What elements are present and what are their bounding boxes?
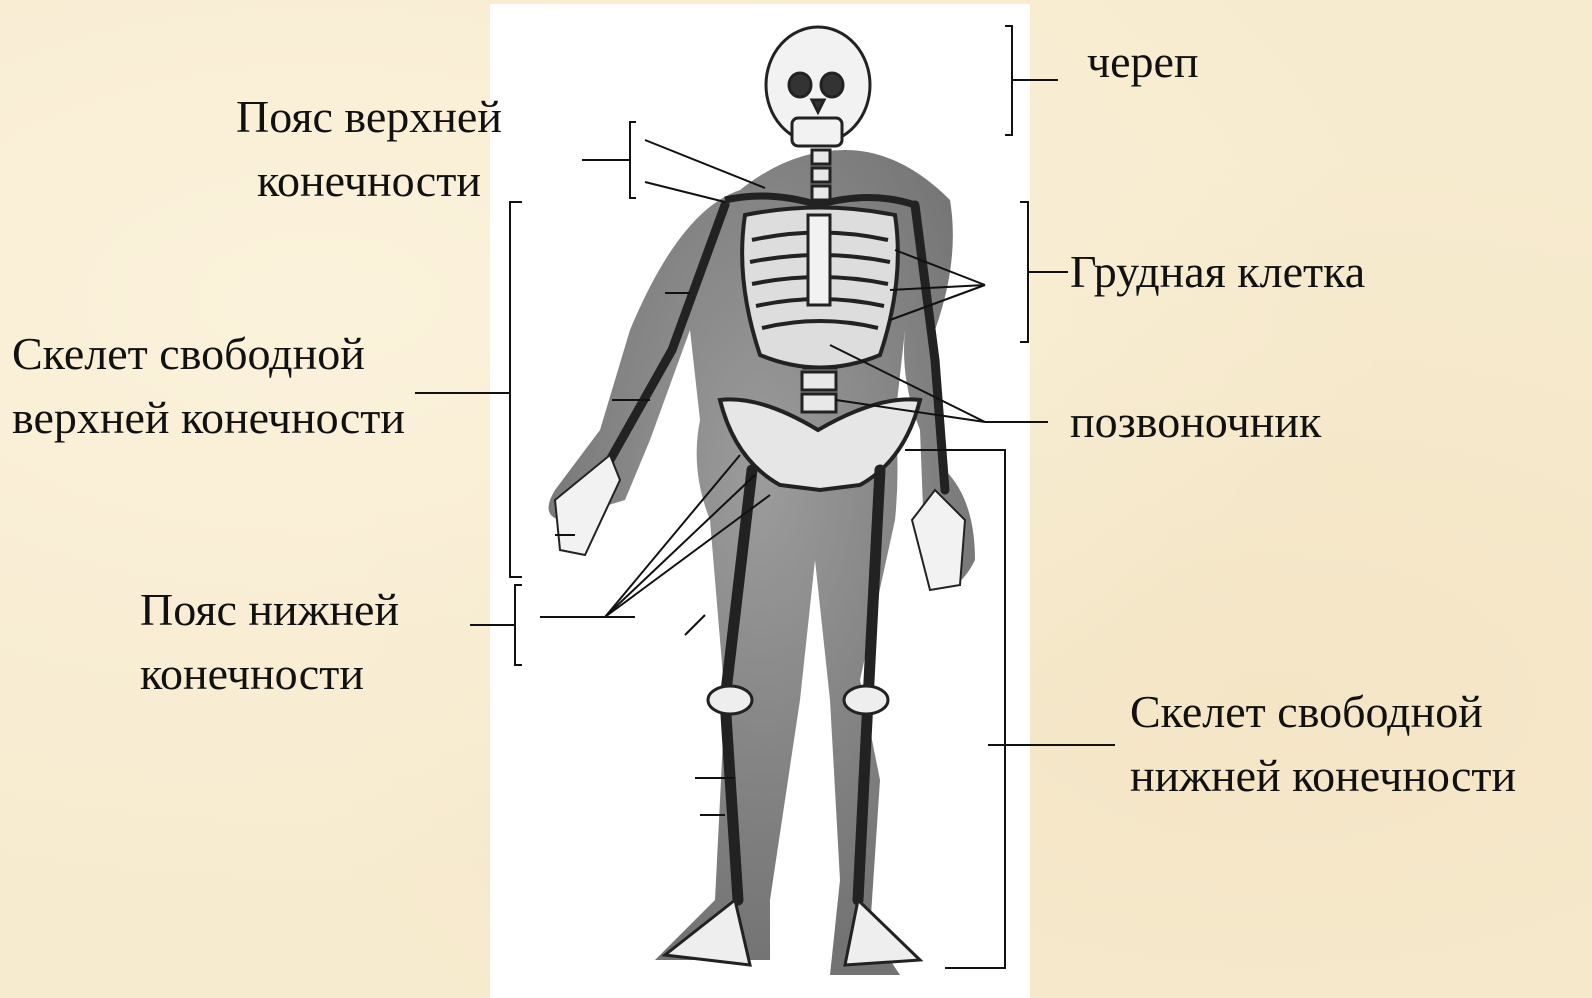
label-skull: череп [1087, 30, 1199, 94]
label-thorax-line-1: Грудная клетка [1070, 240, 1365, 304]
label-spine: позвоночник [1070, 390, 1321, 454]
label-skull-line-1: череп [1087, 30, 1199, 94]
label-lower-limb-line-1: Скелет свободной [1130, 680, 1516, 744]
label-shoulder-girdle-line-1: Пояс верхней [236, 85, 502, 149]
label-pelvic-girdle-line-1: Пояс нижней [140, 578, 399, 642]
label-upper-limb: Скелет свободной верхней конечности [12, 322, 405, 450]
label-lower-limb-line-2: нижней конечности [1130, 744, 1516, 808]
label-upper-limb-line-2: верхней конечности [12, 386, 405, 450]
label-lower-limb: Скелет свободной нижней конечности [1130, 680, 1516, 808]
label-shoulder-girdle-line-2: конечности [236, 149, 502, 213]
label-pelvic-girdle-line-2: конечности [140, 642, 399, 706]
label-spine-line-1: позвоночник [1070, 390, 1321, 454]
label-shoulder-girdle: Пояс верхней конечности [236, 85, 502, 213]
rib-cage-shape [742, 208, 898, 368]
label-pelvic-girdle: Пояс нижней конечности [140, 578, 399, 706]
label-upper-limb-line-1: Скелет свободной [12, 322, 405, 386]
label-thorax: Грудная клетка [1070, 240, 1365, 304]
jaw-shape [792, 118, 842, 146]
